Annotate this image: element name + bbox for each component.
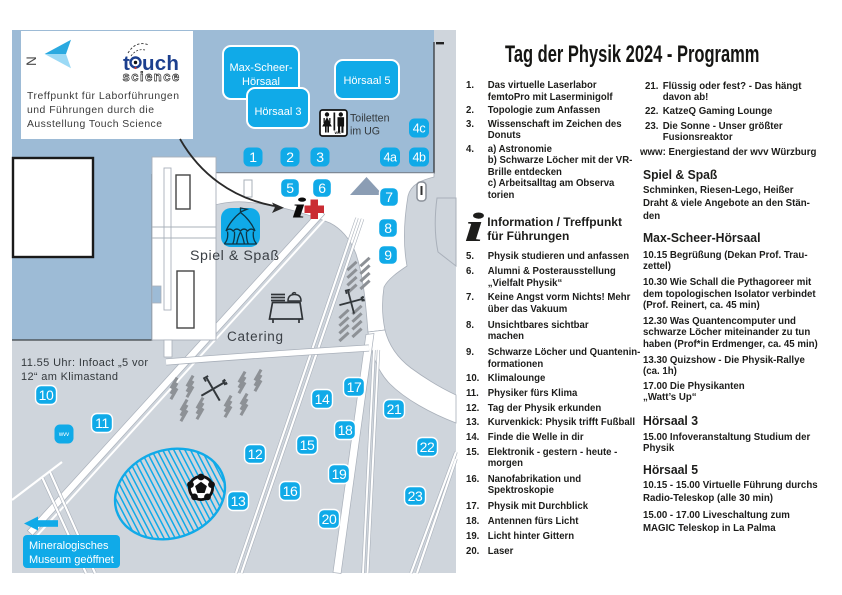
svg-text:3: 3 <box>316 149 324 165</box>
svg-text:6: 6 <box>318 180 326 196</box>
svg-text:2: 2 <box>286 149 294 165</box>
svg-text:Toiletten: Toiletten <box>350 113 390 125</box>
svg-text:22: 22 <box>420 439 435 455</box>
svg-text:Spiel & Spaß: Spiel & Spaß <box>190 248 279 264</box>
svg-text:12: 12 <box>248 446 263 462</box>
svg-text:Ausstellung Touch Science: Ausstellung Touch Science <box>27 119 162 130</box>
svg-text:science: science <box>123 69 181 84</box>
svg-text:7: 7 <box>385 189 393 205</box>
svg-text:19: 19 <box>332 466 347 482</box>
svg-text:11.55 Uhr: Infoact „5 vor: 11.55 Uhr: Infoact „5 vor <box>21 357 148 369</box>
svg-text:im UG: im UG <box>350 126 380 138</box>
svg-text:5: 5 <box>286 180 294 196</box>
svg-text:t: t <box>123 52 130 75</box>
svg-text:Hörsaal: Hörsaal <box>242 76 280 88</box>
svg-text:Catering: Catering <box>227 329 283 344</box>
svg-text:10: 10 <box>39 387 54 403</box>
svg-text:Mineralogisches: Mineralogisches <box>29 540 109 552</box>
svg-text:13: 13 <box>231 493 246 509</box>
svg-text:4c: 4c <box>413 122 426 136</box>
svg-text:Hörsaal 5: Hörsaal 5 <box>343 75 390 87</box>
svg-text:Hörsaal 3: Hörsaal 3 <box>254 106 301 118</box>
svg-text:14: 14 <box>315 391 330 407</box>
svg-text:21: 21 <box>387 401 402 417</box>
svg-text:4a: 4a <box>383 151 397 165</box>
svg-text:9: 9 <box>384 247 392 263</box>
svg-text:und Führungen durch die: und Führungen durch die <box>27 105 154 116</box>
svg-text:uch: uch <box>142 52 179 75</box>
svg-text:WC: WC <box>335 131 342 135</box>
svg-text:16: 16 <box>283 483 298 499</box>
svg-text:23: 23 <box>408 488 423 504</box>
svg-text:Museum geöffnet: Museum geöffnet <box>29 554 114 566</box>
svg-text:12“ am Klimastand: 12“ am Klimastand <box>21 371 118 383</box>
svg-text:15: 15 <box>300 437 315 453</box>
svg-text:17: 17 <box>347 379 362 395</box>
svg-text:4b: 4b <box>412 151 426 165</box>
svg-text:Max-Scheer-: Max-Scheer- <box>230 62 293 74</box>
svg-text:N: N <box>24 56 39 66</box>
svg-text:20: 20 <box>322 511 337 527</box>
svg-text:i: i <box>292 193 307 224</box>
svg-text:wvv: wvv <box>58 432 69 438</box>
svg-text:8: 8 <box>384 220 392 236</box>
svg-text:Treffpunkt für Laborführungen: Treffpunkt für Laborführungen <box>27 91 179 102</box>
svg-text:1: 1 <box>249 149 257 165</box>
svg-text:18: 18 <box>338 422 353 438</box>
svg-text:11: 11 <box>95 415 109 431</box>
